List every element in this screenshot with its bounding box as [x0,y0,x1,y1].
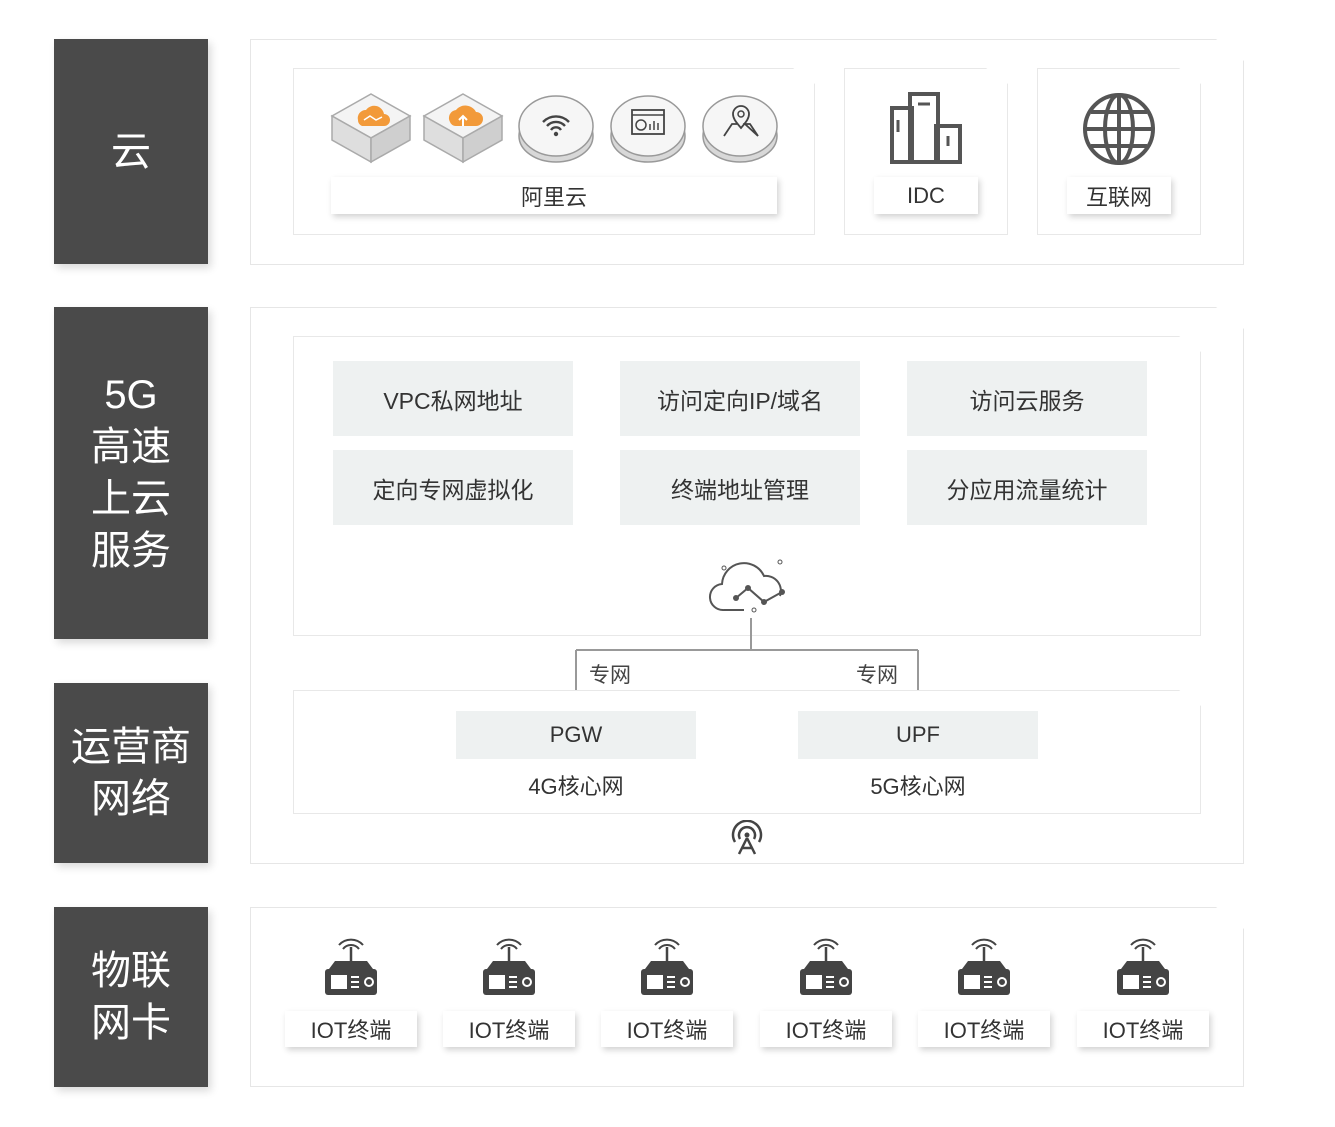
layer-label-operator: 运营商 网络 [54,683,208,863]
iot-terminal-6: IOT终端 [1077,935,1209,1085]
monitor-chart-icon [610,95,686,163]
iot-terminal-label: IOT终端 [443,1011,575,1047]
link-label-left: 专网 [589,664,631,687]
iot-terminal-label: IOT终端 [601,1011,733,1047]
service-private-virtual: 定向专网虚拟化 [333,450,573,525]
service-cloud-access: 访问云服务 [907,361,1147,436]
service-traffic-stats: 分应用流量统计 [907,450,1147,525]
pgw-subtitle: 4G核心网 [528,774,624,799]
iot-terminal-3: IOT终端 [601,935,733,1085]
cloud-network-icon [709,559,785,613]
core-network-card [293,690,1201,814]
iot-terminal-5: IOT终端 [918,935,1050,1085]
router-icon [325,938,377,995]
iot-terminal-1: IOT终端 [285,935,417,1085]
layer-label-cloud: 云 [54,39,208,264]
upf-subtitle: 5G核心网 [870,774,966,799]
aliyun-label: 阿里云 [331,177,777,214]
router-icon [958,938,1010,995]
iot-terminal-label: IOT终端 [285,1011,417,1047]
service-terminal-address: 终端地址管理 [620,450,860,525]
router-icon [483,938,535,995]
layer-label-service: 5G 高速 上云 服务 [54,307,208,639]
link-label-right: 专网 [856,664,898,687]
idc-label: IDC [874,177,978,214]
wifi-icon [518,95,594,163]
building-icon [890,92,962,164]
upf-box: UPF [798,711,1038,759]
map-location-icon [702,95,778,163]
iot-terminal-4: IOT终端 [760,935,892,1085]
iot-terminal-label: IOT终端 [760,1011,892,1047]
iot-terminal-label: IOT终端 [918,1011,1050,1047]
router-icon [641,938,693,995]
router-icon [800,938,852,995]
service-vpc: VPC私网地址 [333,361,573,436]
service-directed-ip: 访问定向IP/域名 [620,361,860,436]
iot-terminal-label: IOT终端 [1077,1011,1209,1047]
router-icon [1117,938,1169,995]
pgw-box: PGW [456,711,696,759]
aliyun-cloud-storage-icon [330,93,412,164]
iot-terminal-2: IOT终端 [443,935,575,1085]
iot-panel [250,907,1244,1087]
antenna-icon [731,820,763,855]
aliyun-cloud-upload-icon [422,93,504,164]
internet-label: 互联网 [1067,177,1171,214]
layer-label-iot: 物联 网卡 [54,907,208,1087]
globe-icon [1083,93,1155,165]
